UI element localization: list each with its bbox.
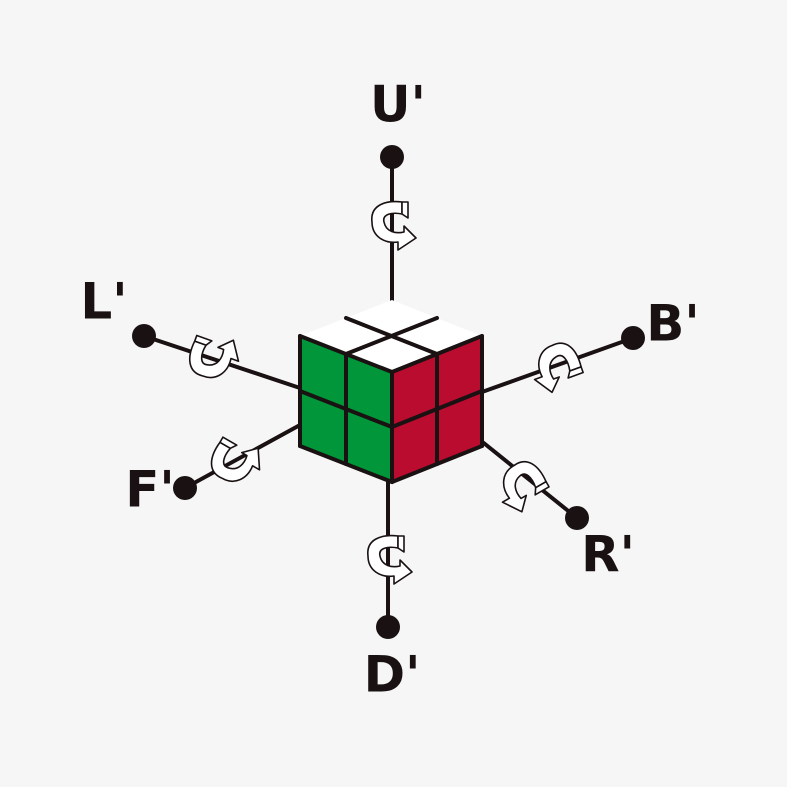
endpoint-back bbox=[621, 326, 645, 350]
endpoint-left bbox=[132, 324, 156, 348]
rotation-arrow-icon bbox=[183, 326, 246, 387]
label-right: R' bbox=[581, 526, 635, 584]
axis-endpoints bbox=[132, 145, 645, 639]
endpoint-right bbox=[565, 506, 589, 530]
rotation-arrow-icon bbox=[488, 454, 555, 519]
cube bbox=[298, 300, 484, 484]
axis-labels: U' D' L' R' F' B' bbox=[80, 76, 699, 704]
label-back: B' bbox=[646, 295, 699, 353]
endpoint-front bbox=[173, 476, 197, 500]
endpoint-down bbox=[376, 615, 400, 639]
label-front: F' bbox=[125, 461, 174, 519]
label-down: D' bbox=[364, 646, 421, 704]
axis-line-front bbox=[183, 423, 302, 490]
endpoint-up bbox=[380, 145, 404, 169]
axis-line-back bbox=[480, 336, 635, 394]
axis-line-right bbox=[478, 438, 579, 520]
label-left: L' bbox=[80, 273, 127, 331]
label-up: U' bbox=[370, 76, 426, 134]
cube-grid-lines bbox=[298, 316, 484, 484]
